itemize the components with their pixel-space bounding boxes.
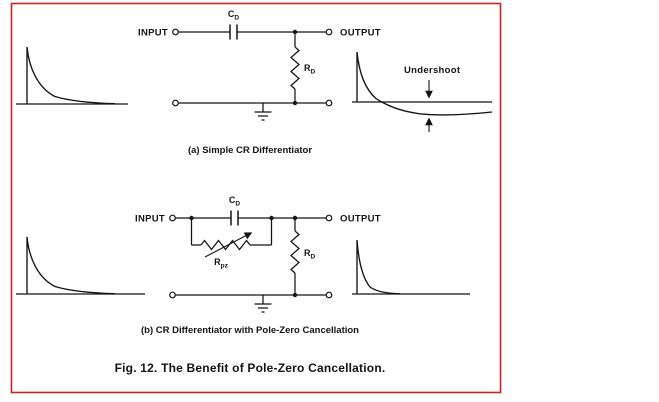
node-dot <box>292 29 298 35</box>
capacitor-label-a: CD <box>228 9 240 22</box>
output-terminal-a <box>325 28 333 36</box>
capacitor-b <box>230 210 239 226</box>
rpz-label-b: Rpz <box>214 257 228 270</box>
capacitor-label-b: CD <box>229 195 241 208</box>
resistor-rd-b <box>290 220 300 293</box>
bottom-terminal-left-b <box>169 291 176 299</box>
input-label-a: INPUT <box>138 28 168 39</box>
resistor-rpz-b <box>190 218 273 258</box>
figure-border <box>10 2 502 394</box>
ground-symbol-a <box>254 103 272 121</box>
caption-a: (a) Simple CR Differentiator <box>188 145 312 156</box>
output-terminal-b <box>325 214 333 222</box>
output-label-b: OUTPUT <box>340 214 381 225</box>
input-terminal-a <box>172 28 179 36</box>
input-waveform-a <box>16 46 128 105</box>
resistor-rd-a <box>290 34 300 101</box>
undershoot-annotation: Undershoot <box>404 65 461 132</box>
bottom-terminal-right-b <box>325 291 333 299</box>
caption-b: (b) CR Differentiator with Pole-Zero Can… <box>141 325 359 336</box>
input-label-b: INPUT <box>135 214 165 225</box>
ground-symbol-b <box>254 295 272 313</box>
circuit-b: INPUT OUTPUT CD Rpz RD <box>135 195 381 313</box>
input-waveform-b <box>16 236 145 295</box>
variable-resistor-arrow <box>204 232 253 258</box>
node-dot <box>292 100 298 106</box>
resistor-label-b: RD <box>304 248 316 261</box>
resistor-label-a: RD <box>304 63 316 76</box>
output-label-a: OUTPUT <box>340 28 381 39</box>
input-terminal-b <box>169 214 176 222</box>
bottom-terminal-left-a <box>172 99 179 107</box>
node-dot <box>292 215 298 221</box>
output-waveform-a <box>352 51 493 116</box>
bottom-terminal-right-a <box>325 99 333 107</box>
circuit-a: INPUT OUTPUT CD RD <box>138 9 381 121</box>
node-dot <box>292 292 298 298</box>
figure-caption: Fig. 12. The Benefit of Pole-Zero Cancel… <box>115 361 386 375</box>
output-waveform-b <box>352 239 470 295</box>
undershoot-label: Undershoot <box>404 65 461 76</box>
capacitor-a <box>229 24 238 40</box>
